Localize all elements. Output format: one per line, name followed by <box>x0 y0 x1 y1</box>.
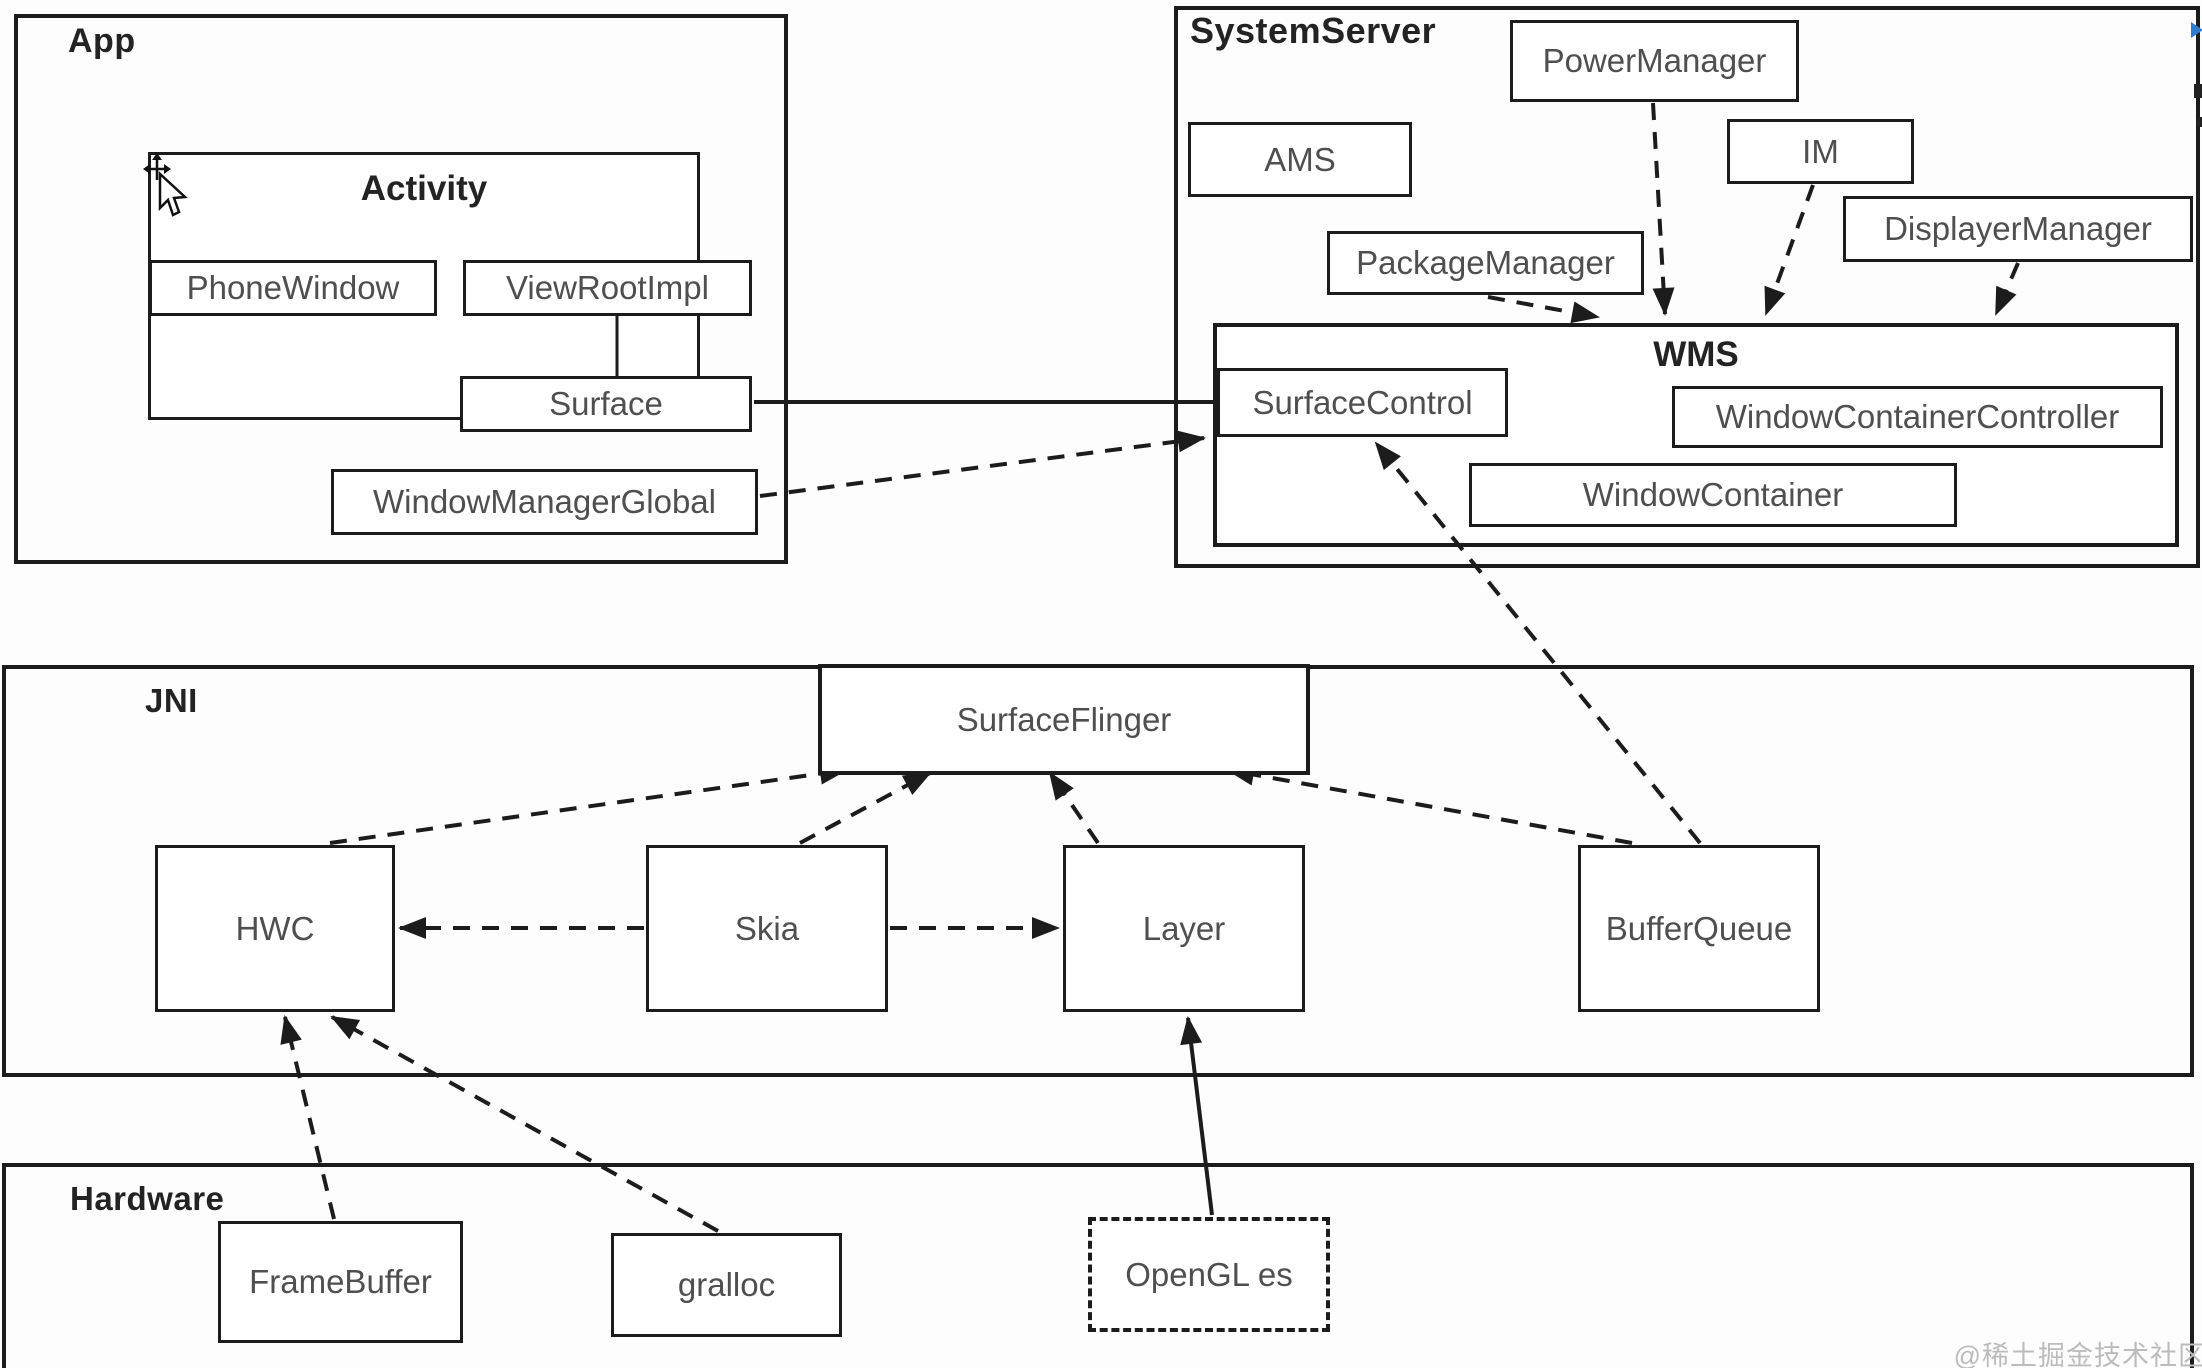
node-surface-control: SurfaceControl <box>1217 368 1508 437</box>
watermark: @稀土掘金技术社区 <box>1953 1341 2202 1368</box>
node-ams: AMS <box>1188 122 1412 197</box>
node-power-manager: PowerManager <box>1510 20 1799 102</box>
hardware-section-box <box>2 1163 2194 1368</box>
edge-gralloc-to-hwc <box>330 1015 719 1233</box>
node-window-container-controller: WindowContainerController <box>1672 386 2163 448</box>
node-phone-window: PhoneWindow <box>149 260 437 316</box>
node-displayer-manager: DisplayerManager <box>1843 196 2193 262</box>
clipped-text-mark2-icon <box>2197 117 2202 127</box>
node-buffer-queue: BufferQueue <box>1578 845 1820 1012</box>
activity-group-label: Activity <box>360 169 488 208</box>
jni-section-label: JNI <box>145 682 198 719</box>
edge-skia-to-surfaceflinger <box>799 771 932 845</box>
edge-powermanager-to-wms <box>1651 102 1675 316</box>
node-gralloc: gralloc <box>611 1233 842 1337</box>
node-frame-buffer: FrameBuffer <box>218 1221 463 1343</box>
hardware-section-label: Hardware <box>70 1180 225 1217</box>
edge-bufferqueue-to-surfaceflinger <box>1226 763 1633 845</box>
edge-im-to-wms <box>1764 184 1815 316</box>
node-skia: Skia <box>646 845 888 1012</box>
systemserver-section-label: SystemServer <box>1190 10 1437 51</box>
clipped-text-mark-icon <box>2194 84 2202 98</box>
node-hwc: HWC <box>155 845 395 1012</box>
node-view-root-impl: ViewRootImpl <box>463 260 752 316</box>
app-section-box <box>14 14 788 564</box>
node-im: IM <box>1727 119 1914 184</box>
wms-group-label: WMS <box>1653 335 1739 374</box>
edge-layer-to-surfaceflinger <box>1048 771 1100 845</box>
node-surface-flinger: SurfaceFlinger <box>818 664 1310 775</box>
node-window-manager-global: WindowManagerGlobal <box>331 469 758 535</box>
edge-packagemanager-to-wms <box>1487 295 1600 324</box>
edge-displayermanager-to-wms <box>1994 262 2020 316</box>
node-opengl-es: OpenGL es <box>1088 1217 1330 1332</box>
edge-framebuffer-to-hwc <box>280 1015 336 1220</box>
node-window-container: WindowContainer <box>1469 463 1957 527</box>
edge-windowmanagerglobal-to-surfacecontrol <box>759 430 1206 498</box>
node-surface: Surface <box>460 376 752 432</box>
node-package-manager: PackageManager <box>1327 231 1644 295</box>
app-section-label: App <box>68 22 136 60</box>
mouse-cursor-icon <box>143 153 188 217</box>
clipped-blue-arrow-icon <box>2191 22 2202 38</box>
node-layer: Layer <box>1063 845 1305 1012</box>
edge-opengles-to-layer <box>1180 1016 1214 1216</box>
systemserver-section-box <box>1174 6 2200 568</box>
edge-hwc-to-surfaceflinger <box>329 762 848 845</box>
